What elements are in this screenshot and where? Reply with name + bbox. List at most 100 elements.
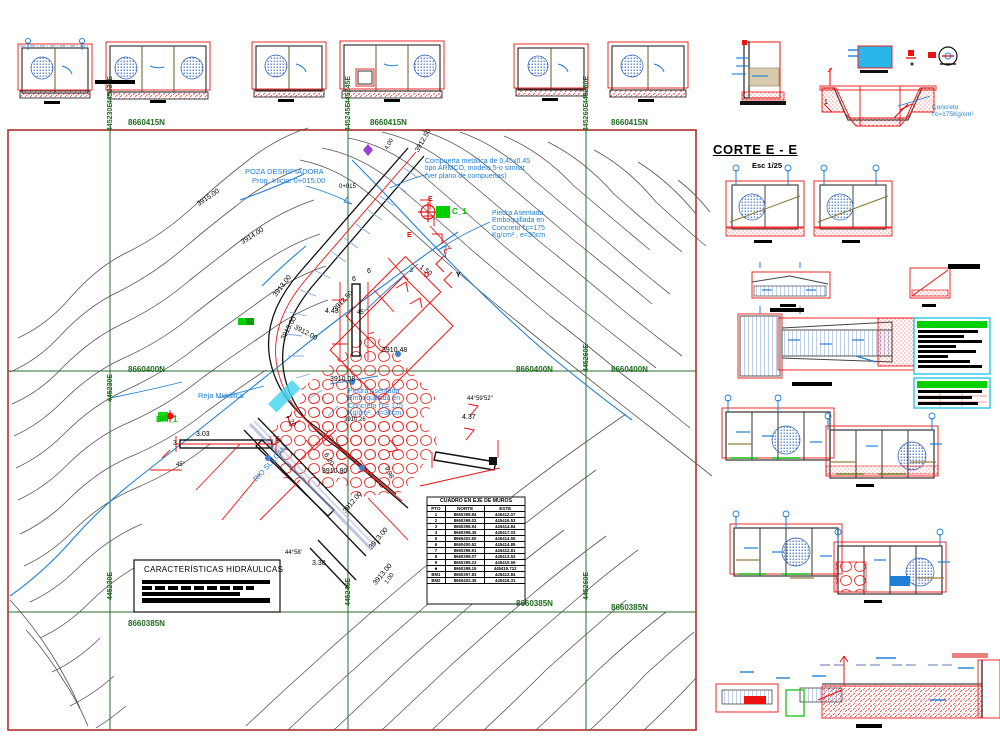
wall-detail-top — [732, 40, 786, 105]
angle-45-a: 45° — [357, 310, 367, 316]
table-cell: 8660402.50 — [446, 536, 486, 541]
coordinate-table-frame — [426, 496, 526, 605]
elev-3910-80: 3910.80 — [322, 468, 348, 475]
redacted-row-1 — [142, 580, 270, 584]
grid-label-east-top-2: 445245E — [345, 102, 352, 131]
grid-label-north-top-3: 8660415N — [611, 118, 648, 127]
redacted-row-3 — [142, 592, 240, 596]
grid-label-east-above-3: 445260E — [583, 75, 590, 104]
table-cell: 8660402.45 — [446, 578, 486, 583]
section-mark-E-1: E — [428, 196, 433, 203]
elev-3910-26: 3910.26 — [344, 417, 366, 423]
grid-label-north-top-1: 8660415N — [128, 118, 165, 127]
table-cell: 445412.07 — [495, 512, 516, 517]
grid-label-north-bot-3: 8660385N — [611, 603, 648, 612]
grid-label-east-bot-3: 445260E — [583, 571, 590, 600]
section-mark-label-6: 6 — [367, 268, 371, 275]
table-cell: 8660398.91 — [446, 548, 486, 553]
right-detail-assembly-2 — [909, 267, 951, 307]
coord-col-pto: PTO — [427, 506, 446, 511]
dim-lower-3-38: 3.38 — [312, 560, 326, 567]
table-cell: 1 — [427, 512, 446, 517]
river-course — [9, 159, 633, 597]
coord-col-norte: NORTE — [446, 506, 486, 511]
spec-b-row-3 — [918, 402, 978, 405]
grid-label-east-top-1: 445230E — [107, 102, 114, 131]
detail-label-bar-4 — [952, 653, 988, 658]
table-cell: 445414.84 — [495, 524, 516, 529]
annotation-leaders — [109, 173, 491, 399]
table-cell: 8660399.23 — [446, 560, 486, 565]
detail-label-bar-3 — [948, 264, 980, 269]
spec-a-row-4 — [918, 345, 956, 348]
grid-label-east-mid-1: 445230E — [107, 373, 114, 402]
piedra-asentada-annotation-2: Piedra Asentada Emboquillada en Concreto… — [348, 388, 403, 418]
table-cell: 8660398.45 — [446, 530, 486, 535]
table-cell: 445416.53 — [495, 518, 516, 523]
hydraulic-box-title: CARACTERÍSTICAS HIDRÁULICAS — [144, 565, 284, 574]
table-cell: BM1 — [427, 572, 446, 577]
table-cell: 445412.81 — [495, 548, 516, 553]
elev-3910-08: 3910.08 — [330, 376, 356, 383]
grid-label-north-mid-2: 8660400N — [516, 365, 553, 374]
concreto-note: Concreto f'c=175Kg/cm² — [932, 104, 974, 118]
detail-panel-6 — [607, 41, 689, 102]
table-cell: 9 — [427, 560, 446, 565]
c1-label: C_1 — [452, 207, 467, 216]
table-cell: 445415.712 — [493, 566, 517, 571]
table-cell: 445412.84 — [495, 572, 516, 577]
bm1-label: BM_1 — [156, 415, 178, 424]
detail-panel-5 — [513, 43, 589, 101]
table-cell: 8660398.94 — [446, 512, 486, 517]
plan-view-frame — [7, 129, 697, 731]
plan-dimension-lines — [150, 225, 501, 541]
detail-panel-1 — [17, 37, 93, 104]
table-cell: 8660398.15 — [446, 566, 486, 571]
coordinate-table-title: CUADRO EN EJE DE MUROS — [427, 497, 525, 506]
spec-a-row-2 — [918, 335, 964, 338]
spec-b-row-2 — [918, 396, 972, 399]
table-cell: 445417.03 — [495, 530, 516, 535]
table-cell: 445410.59 — [495, 560, 516, 565]
top-detail-panels — [17, 37, 689, 104]
table-cell: 8660398.07 — [446, 554, 486, 559]
coord-col-este: ESTE — [499, 506, 512, 511]
table-cell: 8 — [427, 554, 446, 559]
dim-4-43: 4.43 — [325, 308, 339, 315]
grid-label-north-mid-1: 8660400N — [128, 365, 165, 374]
table-cell: 6 — [427, 542, 446, 547]
dim-6: 6 — [352, 276, 356, 283]
grid-label-north-top-2: 8660415N — [370, 118, 407, 127]
corte-ee-detail-right — [813, 164, 893, 243]
grid-label-east-above-2: 445245E — [345, 75, 352, 104]
angle-44-58: 44°58' — [285, 550, 302, 556]
detail-panel-4 — [339, 40, 445, 102]
spec-a-row-6 — [918, 355, 948, 358]
dim-3-03: 3.03 — [196, 431, 210, 438]
redacted-row-2 — [142, 586, 254, 590]
section-markers — [158, 144, 450, 471]
intake-structure — [269, 199, 479, 473]
slope-label: 1 — [824, 99, 828, 106]
table-cell: 4 — [427, 530, 446, 535]
contour-lines — [9, 127, 713, 731]
grid-label-east-bot-1: 445230E — [107, 571, 114, 600]
corte-ee-details — [725, 164, 893, 243]
table-cell: 3 — [427, 524, 446, 529]
table-cell: 2 — [427, 518, 446, 523]
corte-ee-title: CORTE E - E — [713, 142, 798, 157]
wall-profile-1 — [721, 394, 942, 487]
spec-a-row-7 — [918, 360, 970, 363]
angle-45-b: 45° — [176, 462, 186, 468]
section-mark-D: D — [424, 272, 430, 279]
